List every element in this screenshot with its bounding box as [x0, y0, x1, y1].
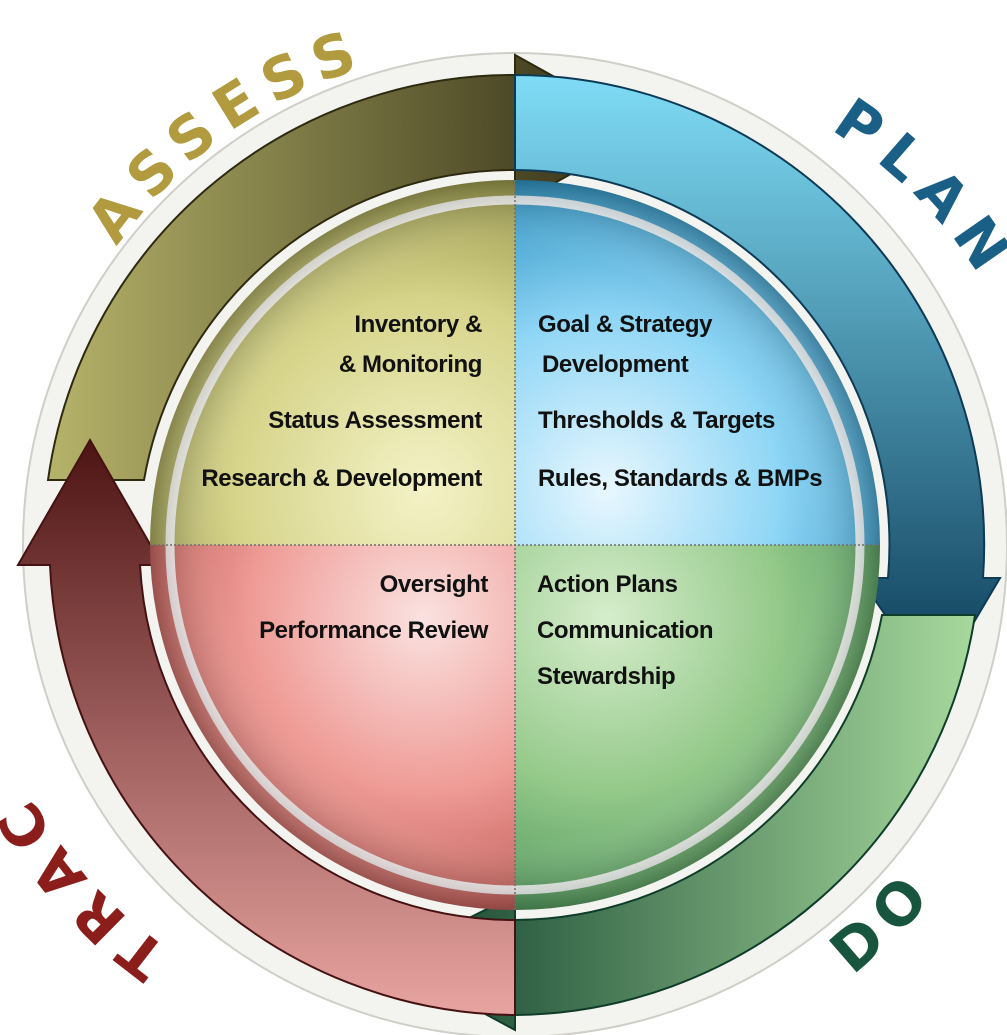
assess-item: Research & Development	[201, 465, 482, 492]
plan-item: Development	[542, 351, 689, 378]
do-arrow	[382, 614, 977, 1032]
track-arrow	[16, 437, 516, 1017]
plan-item: Goal & Strategy	[538, 311, 713, 338]
plan-item: Thresholds & Targets	[538, 407, 775, 434]
track-item: Performance Review	[259, 617, 489, 644]
do-item: Action Plans	[537, 571, 678, 598]
do-item: Stewardship	[537, 663, 675, 690]
assess-item: Status Assessment	[268, 407, 482, 434]
do-item: Communication	[537, 617, 713, 644]
assess-item: Inventory &	[354, 311, 482, 338]
assess-item: & Monitoring	[339, 351, 482, 378]
plan-item: Rules, Standards & BMPs	[538, 465, 822, 492]
track-item: Oversight	[380, 571, 489, 598]
